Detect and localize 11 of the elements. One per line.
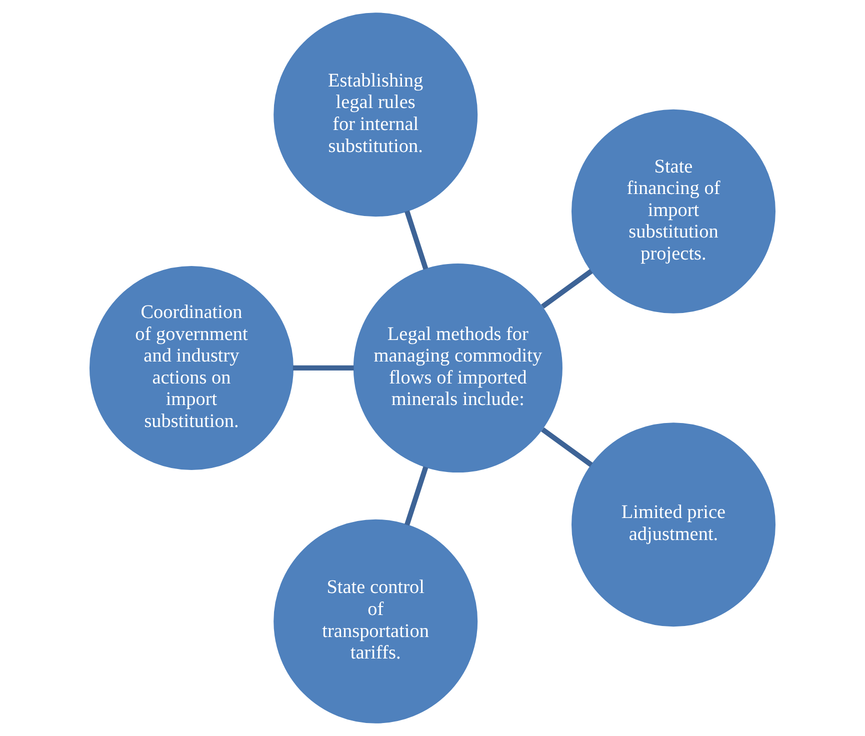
connector (541, 427, 593, 467)
node-circle: Establishing legal rules for internal substitution. (274, 12, 478, 217)
node-circle: State control of transportation tariffs. (274, 519, 478, 724)
node-circle: Coordination of government and industry actions on import substitution. (89, 266, 294, 470)
node-circle: Limited price adjustment. (572, 422, 776, 627)
connector (292, 365, 354, 371)
connector (404, 210, 428, 270)
node-circle: State financing of import substitution projects. (572, 109, 776, 314)
connector (404, 466, 428, 526)
node-circle: Legal methods for managing commodity flows of imported minerals include: (353, 263, 562, 473)
connector (541, 269, 593, 309)
